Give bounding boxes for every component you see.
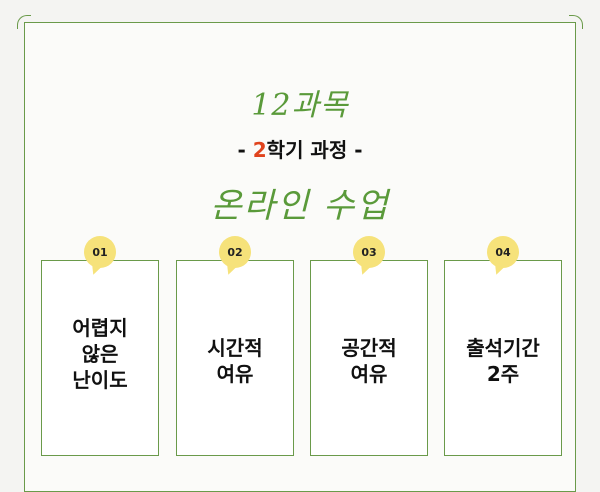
semester-number: 2	[252, 138, 267, 162]
card-number-badge: 01	[84, 236, 116, 268]
card-line: 어렵지	[72, 316, 128, 340]
feature-card-space: 공간적 여유	[310, 260, 428, 456]
card-line: 여유	[350, 362, 388, 386]
card-number-badge: 04	[487, 236, 519, 268]
card-line: 시간적	[207, 336, 263, 360]
feature-card-difficulty: 어렵지 않은 난이도	[41, 260, 159, 456]
card-number-badge: 02	[219, 236, 251, 268]
subject-count-title: 12과목	[251, 88, 349, 123]
semester-course-title: - 2학기 과정 -	[0, 134, 600, 163]
card-line: 난이도	[72, 368, 128, 392]
card-line: 않은	[81, 342, 119, 366]
online-class-title: 온라인 수업	[210, 186, 390, 226]
card-number-badge: 03	[353, 236, 385, 268]
semester-suffix: 학기 과정 -	[266, 138, 363, 162]
frame-corner-top-left	[17, 15, 31, 29]
semester-prefix: -	[237, 138, 253, 162]
frame-corner-top-right	[569, 15, 583, 29]
card-line: 출석기간	[466, 336, 540, 360]
card-line: 여유	[216, 362, 254, 386]
feature-card-attendance: 출석기간 2주	[444, 260, 562, 456]
feature-card-time: 시간적 여유	[176, 260, 294, 456]
card-line: 2주	[486, 362, 520, 386]
card-line: 공간적	[341, 336, 397, 360]
